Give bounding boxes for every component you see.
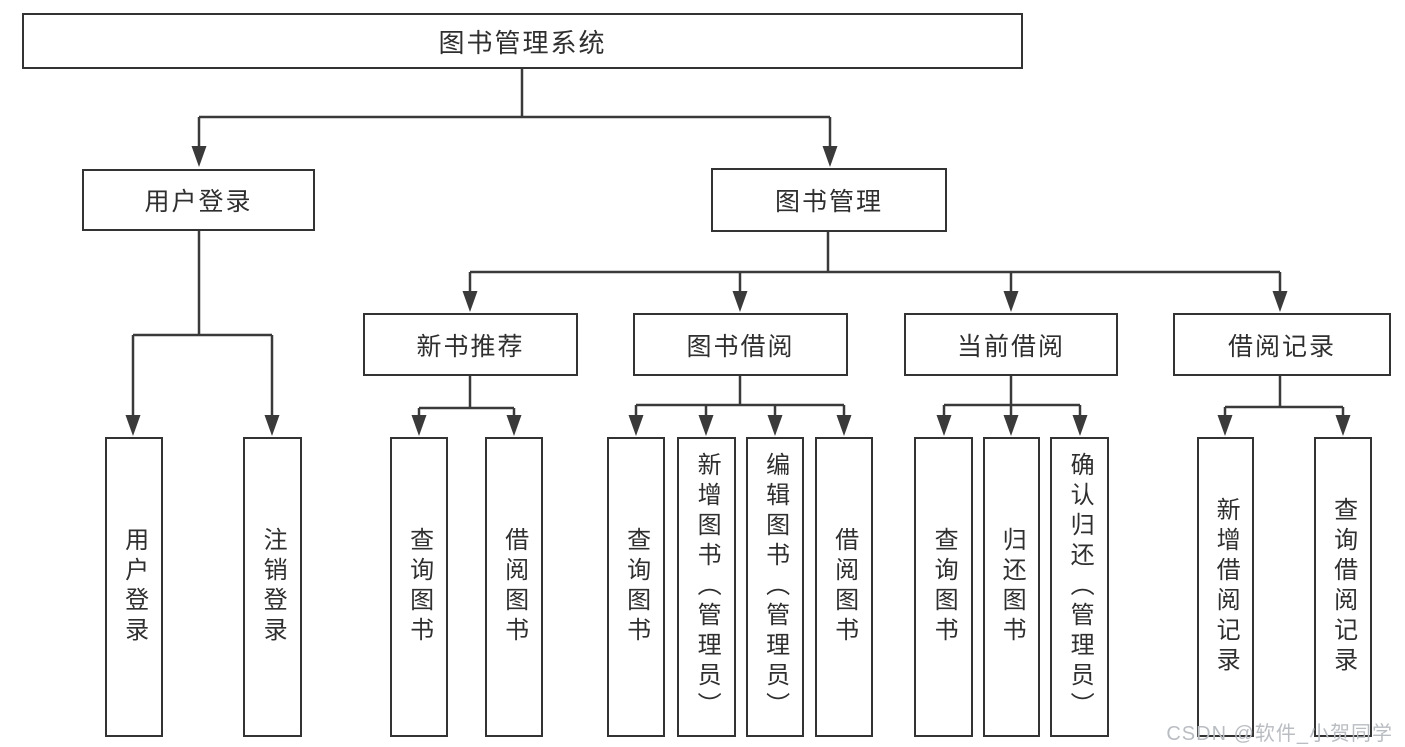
leaf-return-books-label: 归还图书: [998, 527, 1026, 647]
leaf-logout: 注销登录: [243, 437, 302, 737]
leaf-edit-books-admin-label: 编辑图书（管理员）: [761, 452, 789, 722]
leaf-query-books-borrowing-label: 查询图书: [622, 527, 650, 647]
leaf-user-login: 用户登录: [105, 437, 163, 737]
leaf-borrow-books-borrowing: 借阅图书: [815, 437, 873, 737]
leaf-query-books-recommend: 查询图书: [390, 437, 448, 737]
node-current-borrowing: 当前借阅: [904, 313, 1118, 376]
node-borrowing-records: 借阅记录: [1173, 313, 1391, 376]
leaf-add-books-admin: 新增图书（管理员）: [677, 437, 736, 737]
leaf-borrow-books-borrowing-label: 借阅图书: [830, 527, 858, 647]
leaf-confirm-return-admin: 确认归还（管理员）: [1050, 437, 1109, 737]
leaf-query-books-borrowing: 查询图书: [607, 437, 665, 737]
node-new-book-recommendation: 新书推荐: [363, 313, 578, 376]
leaf-query-books-current: 查询图书: [914, 437, 973, 737]
leaf-add-borrow-record-label: 新增借阅记录: [1212, 497, 1240, 677]
leaf-return-books: 归还图书: [983, 437, 1040, 737]
node-book-borrowing: 图书借阅: [633, 313, 848, 376]
leaf-logout-label: 注销登录: [259, 527, 287, 647]
leaf-query-books-recommend-label: 查询图书: [405, 527, 433, 647]
node-book-management: 图书管理: [711, 168, 947, 232]
connector-paths: [131, 69, 1345, 415]
arrowheads: [125, 146, 1351, 436]
leaf-query-books-current-label: 查询图书: [930, 527, 958, 647]
leaf-user-login-label: 用户登录: [120, 527, 148, 647]
leaf-query-borrow-record: 查询借阅记录: [1314, 437, 1372, 737]
leaf-add-borrow-record: 新增借阅记录: [1197, 437, 1254, 737]
leaf-query-borrow-record-label: 查询借阅记录: [1329, 497, 1357, 677]
leaf-add-books-admin-label: 新增图书（管理员）: [693, 452, 721, 722]
leaf-confirm-return-admin-label: 确认归还（管理员）: [1066, 452, 1094, 722]
watermark: CSDN @软件_小贺同学: [1166, 723, 1393, 745]
node-user-login: 用户登录: [82, 169, 315, 231]
leaf-borrow-books-recommend-label: 借阅图书: [500, 527, 528, 647]
leaf-borrow-books-recommend: 借阅图书: [485, 437, 543, 737]
node-library-management-system: 图书管理系统: [22, 13, 1023, 69]
leaf-edit-books-admin: 编辑图书（管理员）: [746, 437, 804, 737]
